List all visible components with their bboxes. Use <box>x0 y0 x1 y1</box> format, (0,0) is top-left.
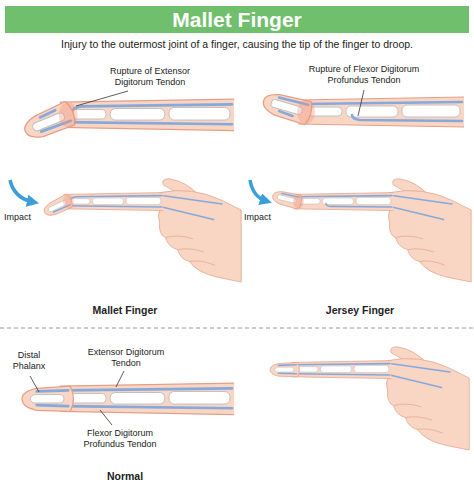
impact-label: Impact <box>244 212 282 223</box>
mallet-hand-figure <box>41 179 241 282</box>
impact-label: Impact <box>4 212 42 223</box>
title: Mallet Finger <box>5 6 469 33</box>
impact-arrow <box>250 180 266 201</box>
leader-line <box>30 376 39 392</box>
leader-line <box>76 91 128 106</box>
leader-line <box>116 371 124 387</box>
title-banner <box>5 6 469 33</box>
divider-line <box>0 328 474 329</box>
panel-label: Jersey Finger <box>295 304 425 317</box>
callout-label: Rupture of Extensor Digitorum Tendon <box>100 66 200 88</box>
subtitle: Injury to the outermost joint of a finge… <box>2 38 472 51</box>
part-label: Flexor Digitorum Profundus Tendon <box>72 428 168 450</box>
leader-line <box>358 90 364 116</box>
normal-hand-figure <box>270 347 469 450</box>
impact-arrow <box>10 180 33 202</box>
part-label: Distal Phalanx <box>4 350 54 372</box>
jersey-hand-figure <box>271 179 471 282</box>
normal-finger-figure <box>22 383 234 415</box>
leader-line <box>100 410 112 425</box>
callout-label: Rupture of Flexor Digitorum Profundus Te… <box>298 64 430 86</box>
part-label: Extensor Digitorum Tendon <box>78 347 174 369</box>
jersey-finger-figure <box>260 89 464 127</box>
panel-label: Mallet Finger <box>60 304 190 317</box>
panel-label: Normal <box>60 470 190 483</box>
mallet-finger-figure <box>20 99 234 143</box>
